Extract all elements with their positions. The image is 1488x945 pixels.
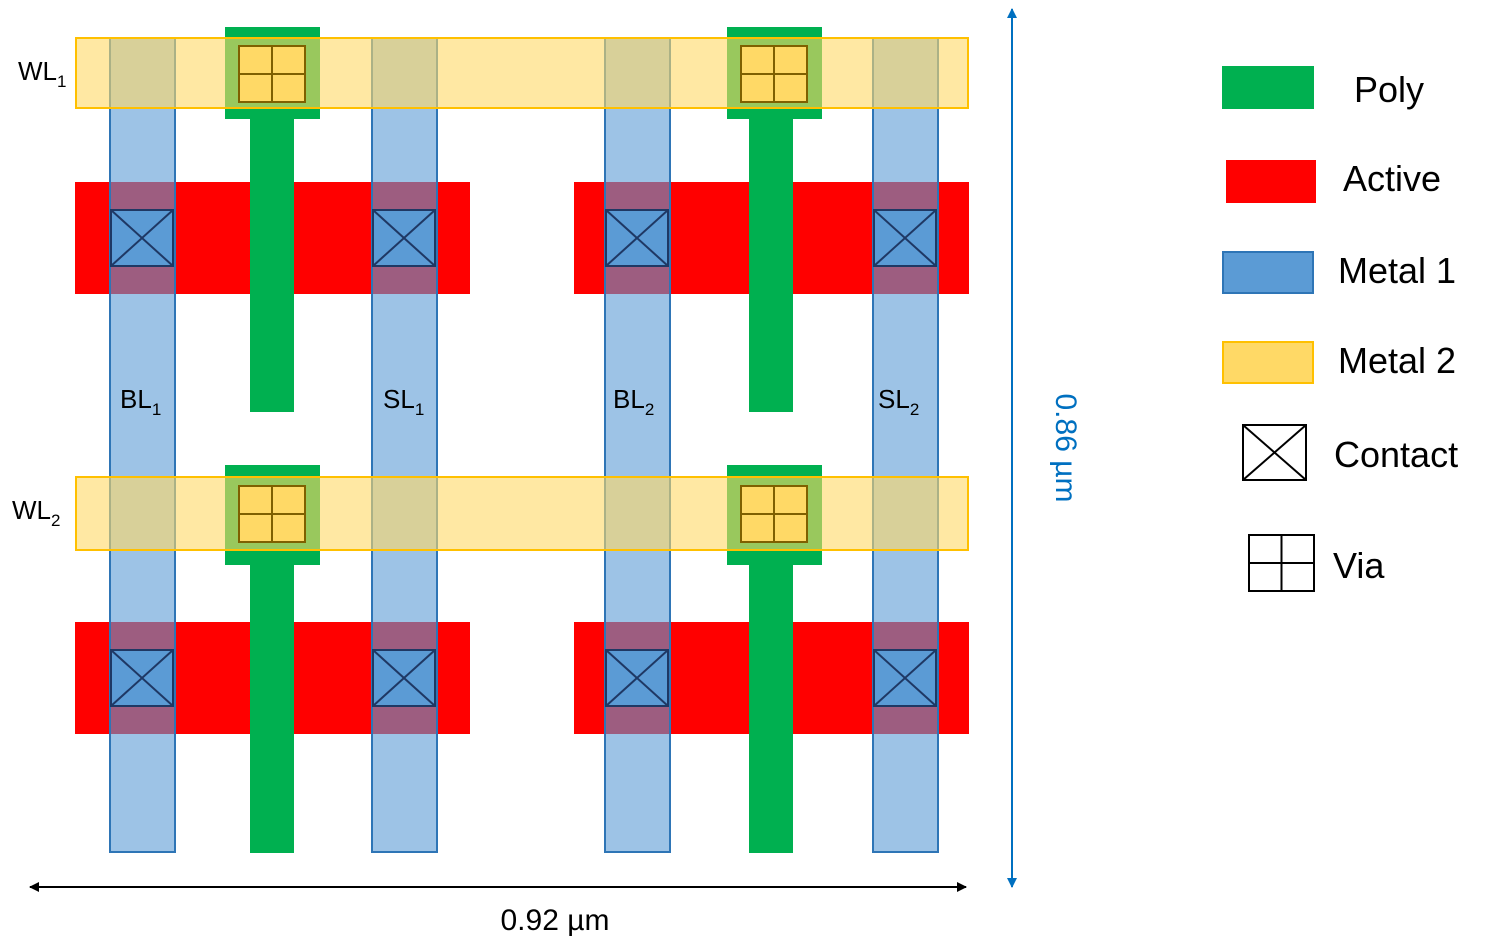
metal2-wordline-2: [75, 476, 969, 551]
via: [238, 45, 306, 103]
poly-gate-stem: [250, 564, 294, 853]
legend-swatch-metal2: [1222, 341, 1314, 384]
poly-gate-stem: [749, 118, 793, 412]
legend-label-via: Via: [1333, 545, 1385, 586]
via-icon: [1248, 534, 1315, 592]
via: [238, 485, 306, 543]
metal1-sourceline-2: [872, 37, 939, 853]
contact: [110, 209, 174, 267]
contact: [873, 649, 937, 707]
wordline-1-label: WL1: [18, 56, 66, 91]
contact: [873, 209, 937, 267]
legend-swatch-metal1: [1222, 251, 1314, 294]
wordline-2-label: WL2: [12, 495, 60, 530]
legend-label-metal1: Metal 1: [1338, 250, 1456, 291]
contact: [605, 649, 669, 707]
legend-swatch-active: [1226, 160, 1316, 203]
legend-label-contact: Contact: [1334, 434, 1458, 475]
via: [740, 485, 808, 543]
width-dimension-label: 0.92 µm: [501, 904, 610, 937]
legend-swatch-poly: [1222, 66, 1314, 109]
metal2-wordline-1: [75, 37, 969, 109]
height-dimension-label: 0.86 µm: [1049, 394, 1082, 503]
bitline-2-label: BL2: [613, 384, 654, 419]
metal1-sourceline-1: [371, 37, 438, 853]
poly-gate-stem: [749, 564, 793, 853]
contact: [605, 209, 669, 267]
metal1-bitline-1: [109, 37, 176, 853]
contact: [110, 649, 174, 707]
via-layer: [238, 45, 808, 543]
metal2-layer: [75, 37, 969, 551]
sourceline-2-label: SL2: [878, 384, 919, 419]
contact-layer: [110, 209, 937, 707]
legend-label-active: Active: [1343, 158, 1441, 199]
contact: [372, 649, 436, 707]
contact: [372, 209, 436, 267]
bitline-1-label: BL1: [120, 384, 161, 419]
active-layer: [75, 182, 969, 734]
poly-gate-stem: [250, 118, 294, 412]
legend: Poly Active Metal 1 Metal 2 Contact Via: [1222, 66, 1458, 592]
sourceline-1-label: SL1: [383, 384, 424, 419]
metal1-layer: [109, 37, 939, 853]
contact-icon: [1242, 424, 1307, 481]
legend-label-metal2: Metal 2: [1338, 340, 1456, 381]
via: [740, 45, 808, 103]
legend-label-poly: Poly: [1354, 69, 1424, 110]
metal1-bitline-2: [604, 37, 671, 853]
